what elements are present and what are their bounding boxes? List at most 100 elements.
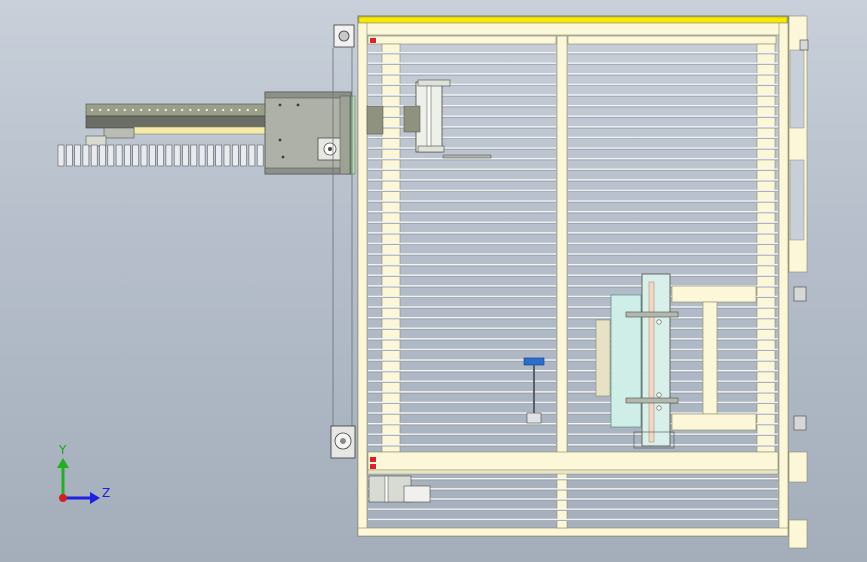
slat (368, 444, 556, 447)
rail-hole (197, 108, 200, 112)
rail-hole (230, 108, 233, 112)
chain-link (149, 144, 156, 167)
right-outer-rail[interactable] (788, 15, 809, 549)
clamp-base (633, 431, 675, 449)
top-pulley[interactable] (333, 24, 355, 48)
slat (368, 274, 556, 277)
slat (368, 508, 778, 511)
slat (368, 359, 556, 362)
slat (368, 83, 556, 86)
y-axis-arrowhead (57, 458, 69, 468)
rail-hole (156, 108, 159, 112)
slat (568, 242, 778, 245)
left-panel-top-beam (367, 35, 557, 45)
rail-hole (222, 108, 225, 112)
slat (368, 52, 556, 55)
cylinder-body (523, 357, 545, 366)
glass-panel-back (595, 319, 611, 397)
conveyor-arm-assembly[interactable] (57, 91, 356, 175)
slat (568, 412, 778, 415)
z-axis-arrowhead (90, 492, 100, 504)
slat (368, 179, 556, 182)
slat (568, 158, 778, 161)
slat (568, 264, 778, 267)
carriage-top-bar (264, 91, 352, 99)
clamp-bolt (656, 392, 662, 398)
pneumatic-cylinder[interactable] (523, 357, 545, 424)
rail-hole (189, 108, 192, 112)
motor-shaft-center (328, 147, 332, 151)
slat (568, 359, 778, 362)
slat (568, 306, 778, 309)
gripper-rod (426, 85, 432, 147)
slat (368, 200, 556, 203)
slat (368, 338, 556, 341)
center-divider-post (556, 35, 568, 529)
z-axis-label: Z (102, 486, 111, 500)
cylinder-foot (526, 412, 542, 424)
bolt (296, 103, 300, 107)
rail-hole (254, 108, 258, 112)
upper-gripper[interactable] (403, 79, 492, 159)
chain-link (57, 144, 65, 167)
chain-link (107, 144, 115, 167)
red-marker (370, 457, 376, 462)
slat (368, 295, 556, 298)
slat (368, 126, 556, 129)
slat (368, 317, 556, 320)
chain-link (207, 144, 214, 167)
clamp-bar (625, 397, 679, 404)
lower-rail (85, 115, 267, 129)
clamp-bolt (656, 319, 662, 325)
slats-left-bay (368, 52, 556, 447)
slat (368, 370, 556, 373)
orientation-triad (57, 458, 100, 504)
chain-link (90, 144, 98, 167)
clamp-bar (625, 311, 679, 318)
rail-hole (123, 108, 126, 112)
slat (368, 264, 556, 267)
rail-foot (788, 519, 808, 549)
glass-clamp-mechanism[interactable] (595, 273, 757, 449)
chain-link (82, 144, 90, 167)
gripper-arm (417, 79, 451, 87)
rail-hole (164, 108, 167, 112)
rail-hole (115, 108, 118, 112)
chain-link (99, 144, 106, 167)
chain-link (124, 144, 131, 167)
slat (568, 444, 778, 447)
gripper-arm (417, 145, 445, 153)
slat (368, 423, 556, 426)
slat (368, 221, 556, 224)
slat (568, 391, 778, 394)
bolt (281, 155, 285, 159)
bottom-left-mechanism[interactable] (368, 475, 431, 503)
chain-link (173, 144, 181, 167)
mechanism-block (403, 485, 431, 503)
chain-link (215, 144, 222, 167)
slat (568, 73, 778, 76)
drag-chain (57, 144, 264, 167)
frame-right-post (778, 22, 789, 536)
slat (368, 518, 778, 521)
slat (368, 348, 556, 351)
chain-link (182, 144, 189, 167)
slat (368, 498, 778, 501)
bottom-pulley[interactable] (330, 425, 356, 459)
chain-link (223, 144, 231, 167)
carriage-bottom-bar (264, 167, 352, 175)
rail-hole (148, 108, 151, 112)
chain-link (157, 144, 164, 167)
slat (568, 338, 778, 341)
vertical-guide (339, 95, 351, 175)
bracket-arm-top (671, 285, 757, 303)
slat (568, 179, 778, 182)
slat (368, 158, 556, 161)
red-marker (370, 38, 376, 43)
slat (368, 115, 556, 118)
rail-hole (140, 108, 143, 112)
carriage-plate[interactable] (264, 91, 352, 175)
slat (368, 168, 556, 171)
frame-bottom-beam (357, 527, 789, 537)
